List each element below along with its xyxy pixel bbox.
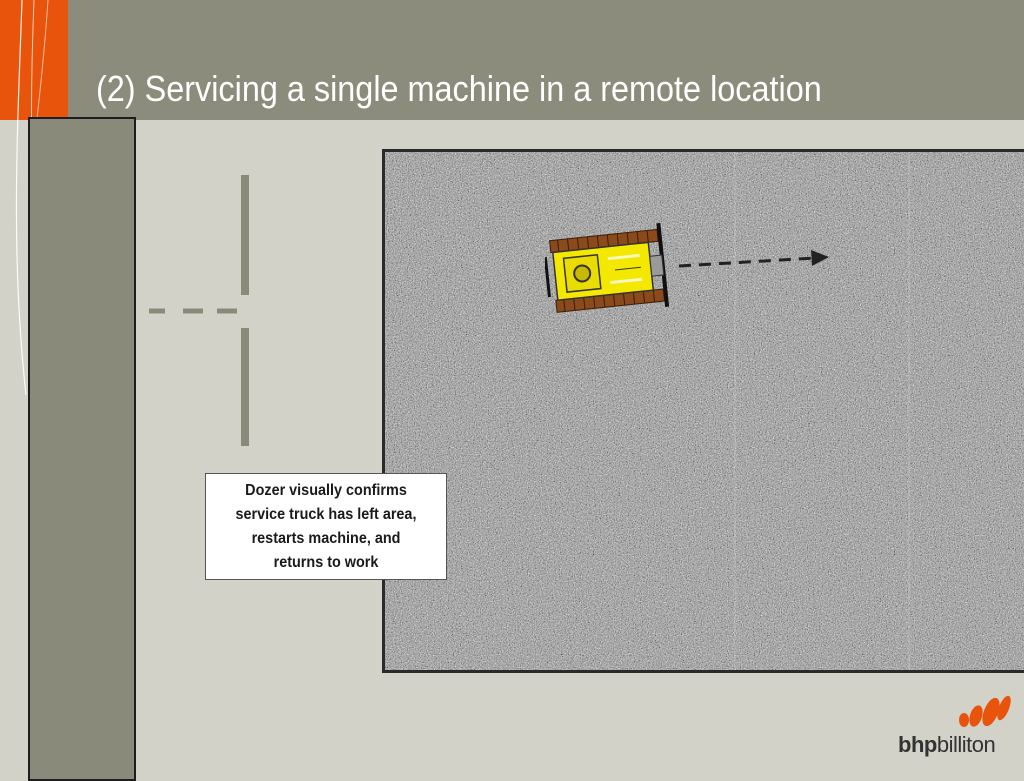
dashed-arrow-icon [678,250,829,268]
road-panel [28,117,136,781]
company-logo: bhpbilliton [898,694,1016,762]
callout-text: Dozer visually confirms service truck ha… [235,481,417,571]
slide-title: (2) Servicing a single machine in a remo… [96,68,822,109]
callout-box: Dozer visually confirms service truck ha… [205,473,447,580]
logo-wordmark: bhpbilliton [898,732,996,757]
work-area [382,149,1024,673]
bulldozer-icon [545,223,670,313]
accent-block [0,0,68,120]
bhp-billiton-dots-icon [959,695,1011,727]
header-band [0,0,1024,120]
intersection-markings [149,175,249,446]
gravel-texture [385,152,1024,670]
